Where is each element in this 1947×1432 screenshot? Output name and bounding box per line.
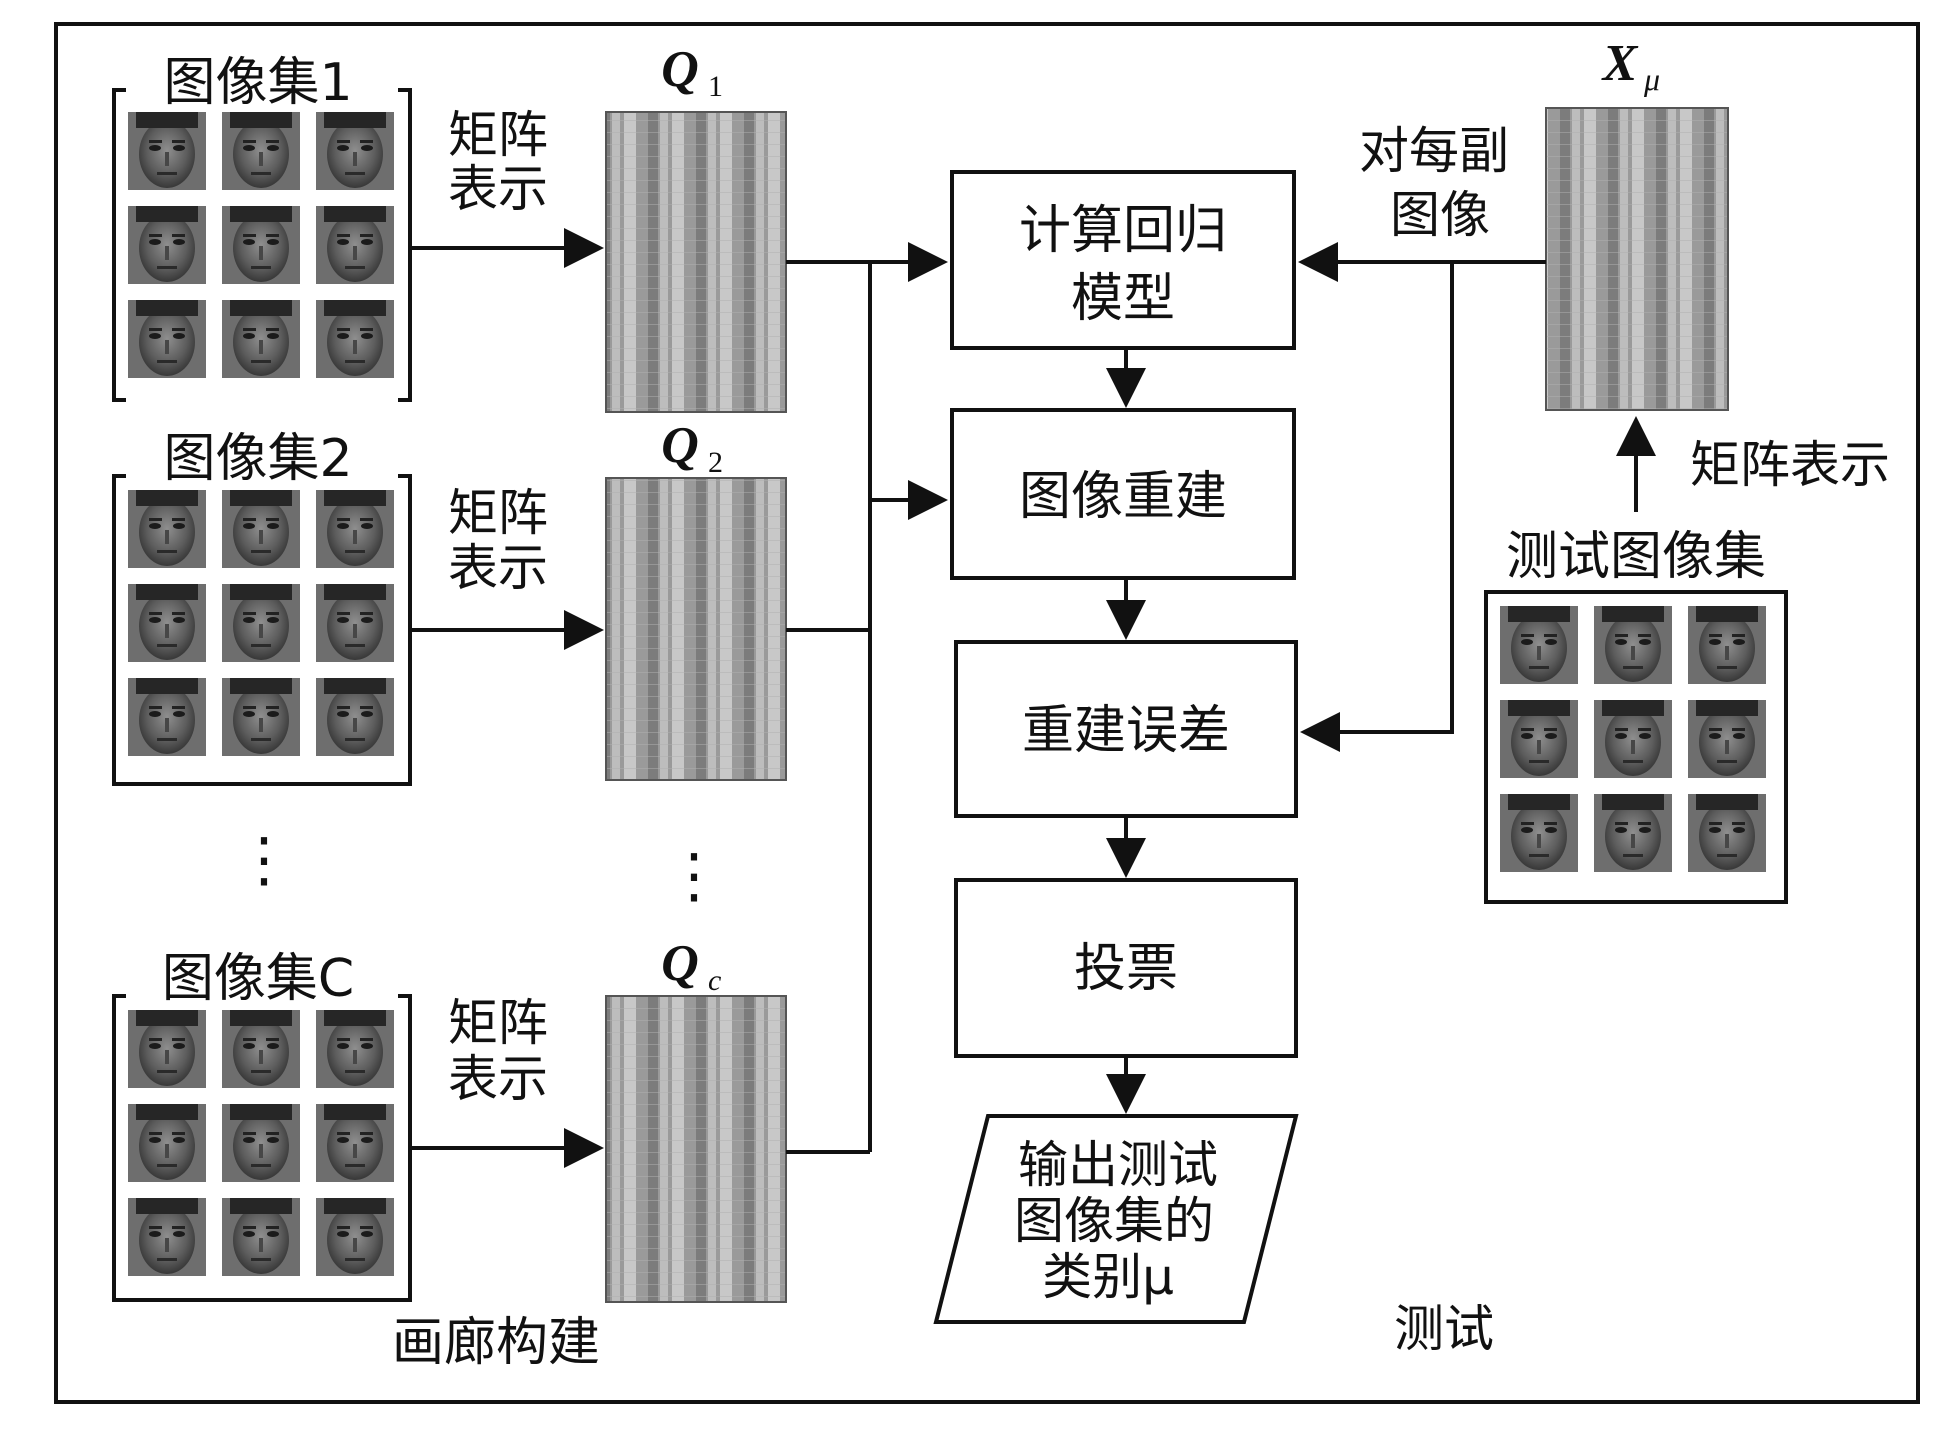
per-image-line1: 对每副	[1359, 122, 1509, 180]
matrix-collector	[786, 242, 948, 1154]
matrix-block	[605, 995, 787, 1303]
box-label: 投票	[1074, 939, 1178, 999]
box-label: 重建误差	[1022, 701, 1230, 761]
gallery-title: 图像集2	[163, 429, 352, 489]
arrow-label-line1: 矩阵	[448, 106, 548, 164]
matrix-subscript: 1	[708, 70, 723, 103]
box-label-line1: 计算回归	[1019, 201, 1227, 261]
arrow-label-line2: 表示	[448, 160, 548, 218]
box	[950, 408, 1296, 580]
matrix-subscript: μ	[1643, 61, 1660, 97]
matrix-label: Q	[661, 417, 699, 474]
matrix-subscript: 2	[708, 446, 723, 479]
matrix-arrow-c: 矩阵 表示	[412, 994, 604, 1168]
matrix-subscript: c	[708, 964, 721, 997]
gallery-set-c: 图像集C	[112, 949, 412, 1302]
output-line2: 图像集的	[1014, 1192, 1214, 1250]
gallery-title: 图像集1	[163, 53, 352, 113]
matrix-block	[605, 477, 787, 781]
per-image-label: 对每副 图像	[1359, 122, 1509, 244]
box	[950, 170, 1296, 350]
matrix-block	[605, 111, 787, 413]
face-thumbnails	[128, 1010, 394, 1276]
box-label-line2: 模型	[1071, 269, 1175, 329]
gallery-set-1: 图像集1	[112, 53, 412, 402]
matrix-q1: Q 1	[605, 41, 787, 413]
output-line1: 输出测试	[1018, 1136, 1218, 1194]
outer-frame	[54, 22, 1920, 1404]
gallery-title: 图像集C	[162, 949, 354, 1009]
matrix-label: Q	[661, 935, 699, 992]
matrix-arrow-1: 矩阵 表示	[412, 106, 604, 268]
arrow-label-line2: 表示	[448, 539, 548, 597]
ellipsis-matrix: ⋮	[664, 841, 724, 911]
bracket-left	[112, 994, 412, 1302]
section-test-label: 测试	[1394, 1300, 1494, 1358]
bracket-left	[112, 474, 412, 786]
output-line3: 类别μ	[1042, 1248, 1174, 1306]
ellipsis-gallery: ⋮	[234, 825, 294, 895]
bracket-left	[112, 88, 126, 402]
matrix-label: X	[1601, 35, 1639, 92]
output-shape	[933, 1114, 1299, 1324]
bracket-right	[398, 88, 412, 402]
test-connector	[1298, 242, 1546, 752]
test-set-title: 测试图像集	[1506, 527, 1766, 587]
face-thumbnails	[128, 490, 394, 756]
matrix-q2: Q 2	[605, 417, 787, 781]
box	[954, 878, 1298, 1058]
arrow-label-line1: 矩阵	[448, 484, 548, 542]
matrix-label: Q	[661, 41, 699, 98]
matrix-block	[1545, 107, 1729, 411]
box	[954, 640, 1298, 818]
matrix-qc: Q c	[605, 935, 787, 1303]
matrix-xmu: X μ	[1545, 35, 1729, 411]
connector-down	[1304, 262, 1454, 734]
matrix-arrow-2: 矩阵 表示	[412, 484, 604, 650]
face-thumbnails	[1500, 606, 1766, 872]
box-regression-model: 计算回归 模型	[950, 170, 1296, 350]
gallery-set-2: 图像集2	[112, 429, 412, 786]
test-image-set: 测试图像集	[1484, 527, 1788, 904]
per-image-line2: 图像	[1390, 186, 1490, 244]
box-label: 图像重建	[1019, 467, 1227, 527]
face-thumbnails	[128, 112, 394, 378]
box-image-reconstruction: 图像重建	[950, 408, 1296, 580]
arrow-label-line1: 矩阵	[448, 994, 548, 1052]
test-matrix-repr-label: 矩阵表示	[1690, 436, 1890, 494]
section-gallery-label: 画廊构建	[392, 1313, 600, 1373]
output-parallelogram: 输出测试 图像集的 类别μ	[933, 1114, 1299, 1324]
arrow-label-line2: 表示	[448, 1050, 548, 1108]
box-reconstruction-error: 重建误差	[954, 640, 1298, 818]
box-voting: 投票	[954, 878, 1298, 1058]
